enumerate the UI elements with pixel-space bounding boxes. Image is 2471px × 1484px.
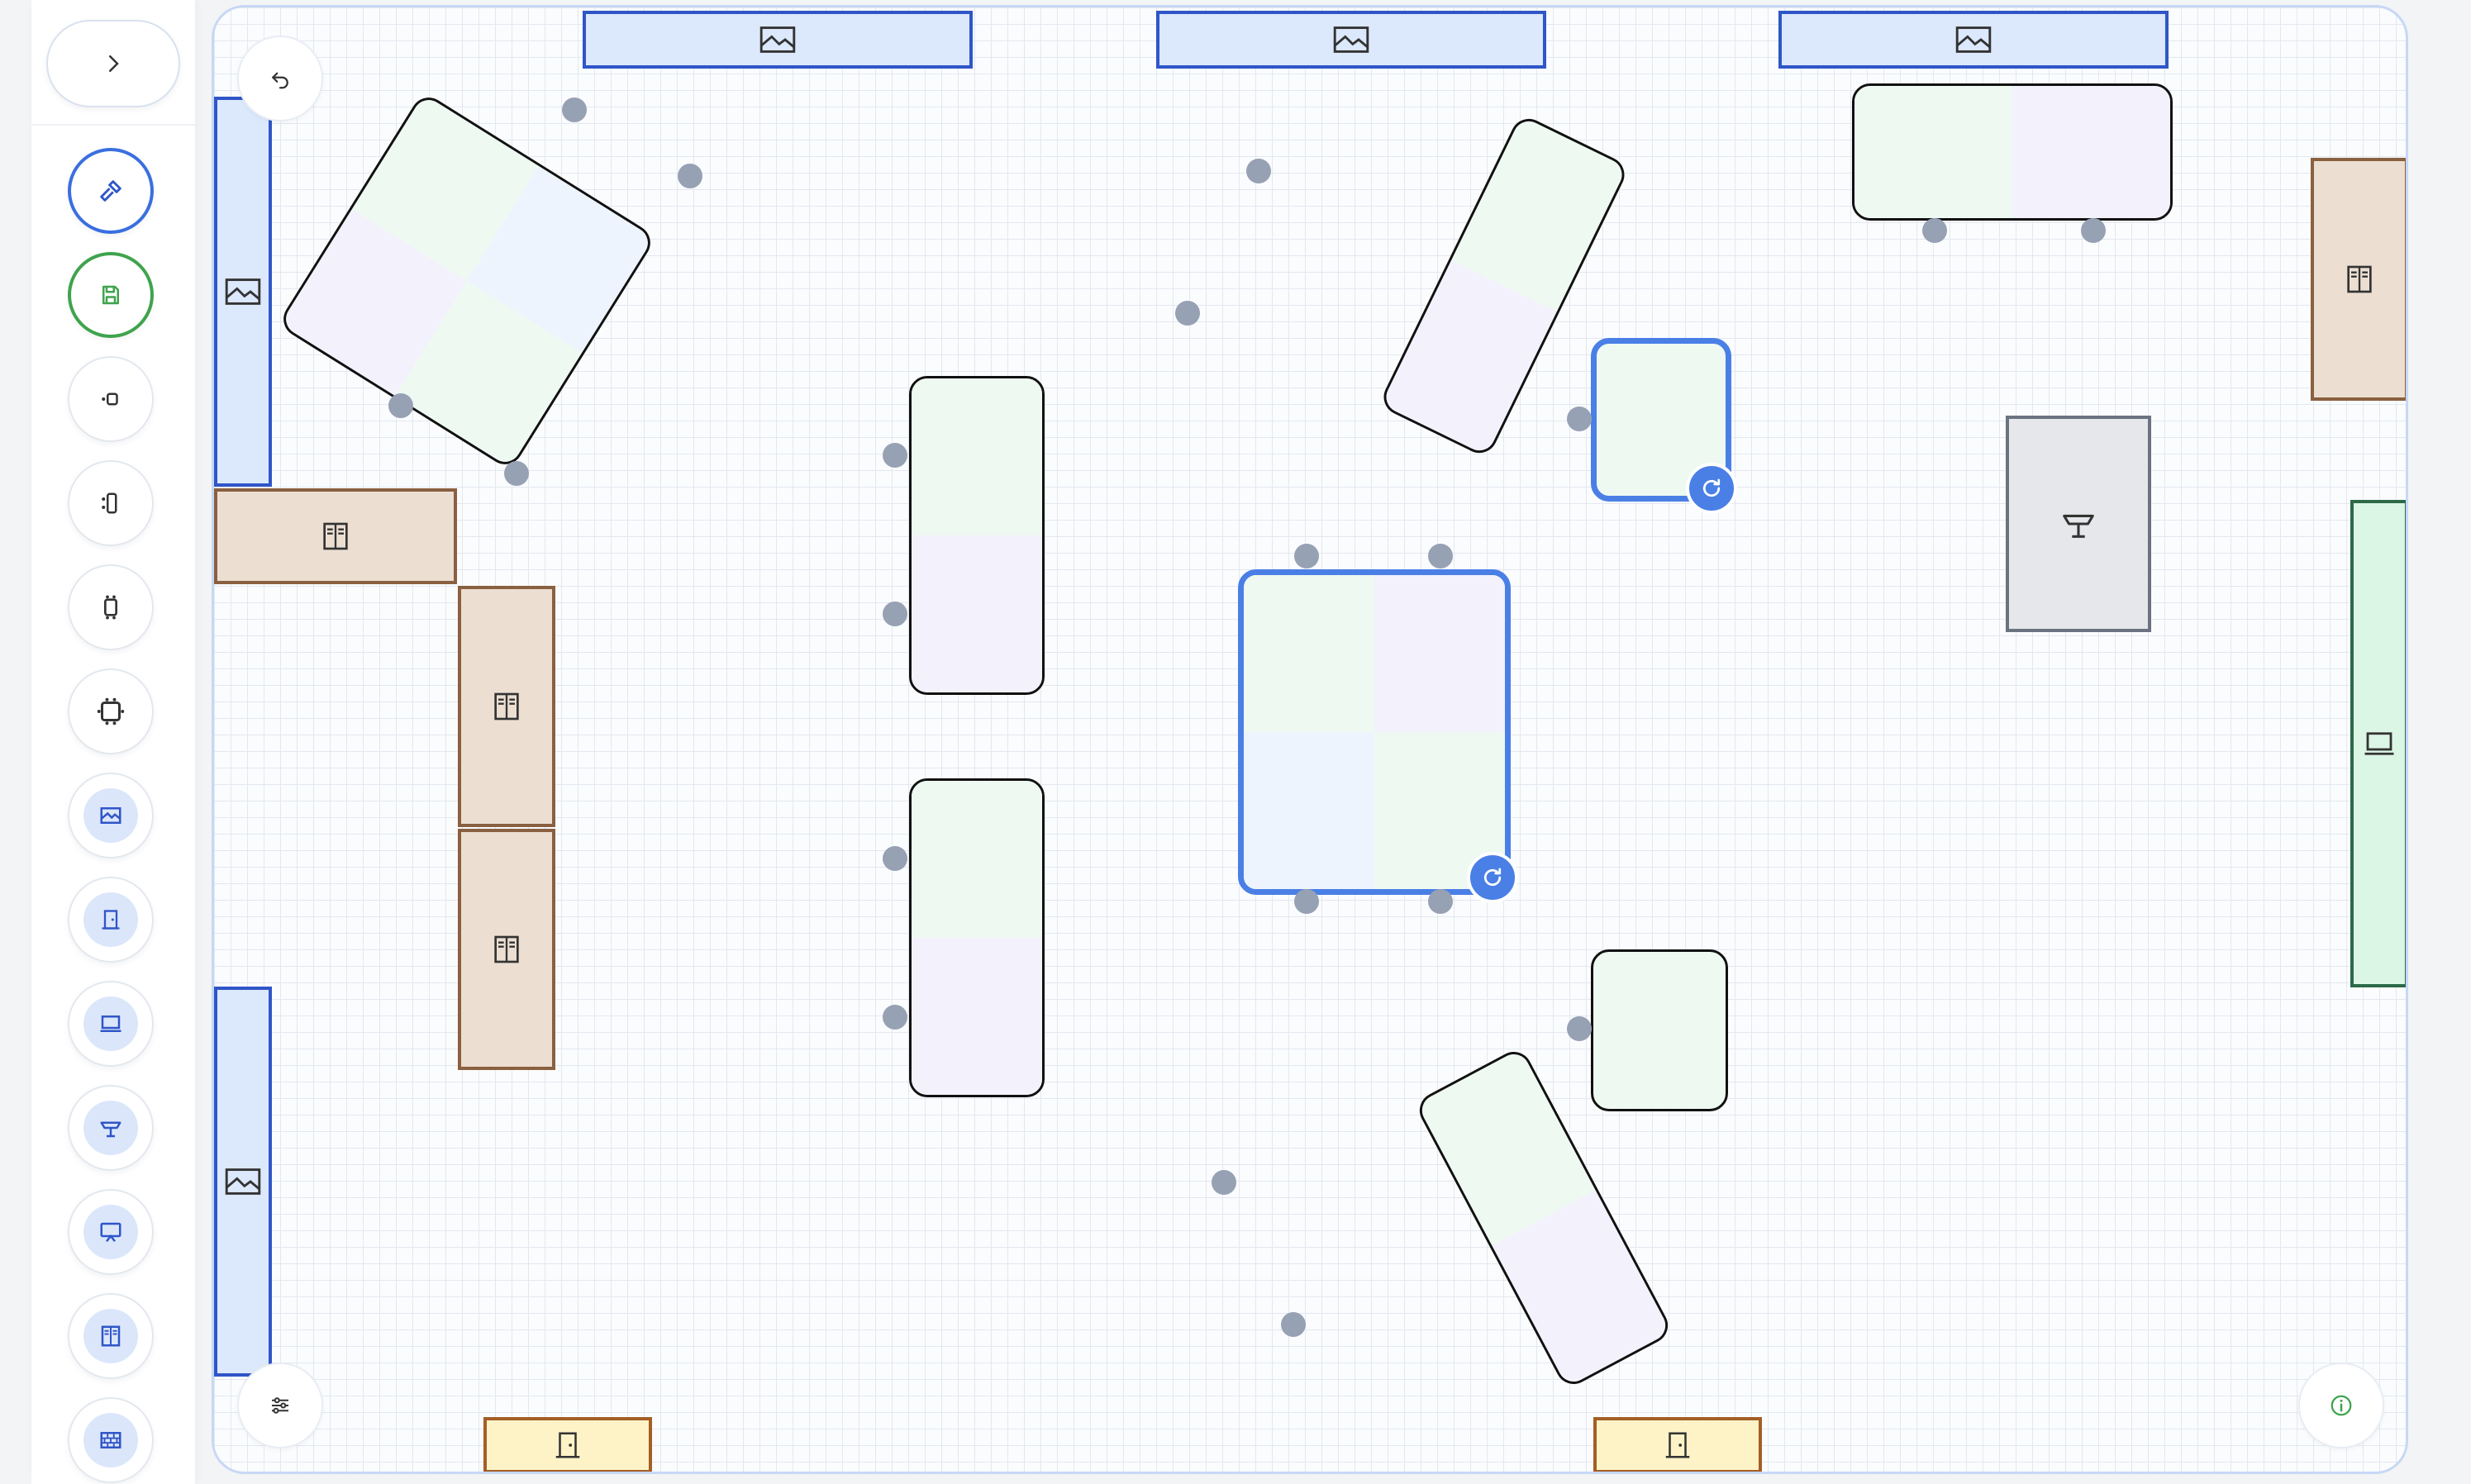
- laptop-board-icon: [2364, 732, 2394, 755]
- sliders-icon: [272, 1397, 288, 1414]
- window-left-2[interactable]: [214, 987, 272, 1377]
- group-table-1[interactable]: [276, 90, 658, 472]
- double-desk-icon: [102, 492, 117, 514]
- door-2[interactable]: [1593, 1417, 1762, 1472]
- shelf-icon: [2347, 265, 2372, 293]
- window-icon: [1955, 26, 1992, 53]
- group-table-selected[interactable]: [1238, 569, 1511, 895]
- lectern-icon: [100, 1121, 121, 1138]
- info-button[interactable]: [2298, 1363, 2384, 1448]
- double-desk-tool-button[interactable]: [68, 460, 154, 546]
- chair[interactable]: [1428, 889, 1453, 914]
- shelf-2[interactable]: [458, 586, 555, 827]
- single-desk-icon: [102, 392, 118, 406]
- wrench-tool-button[interactable]: [68, 148, 154, 234]
- projector-icon: [100, 1222, 121, 1243]
- chair[interactable]: [2081, 218, 2106, 243]
- rotate-icon: [1483, 868, 1502, 887]
- chair[interactable]: [504, 461, 529, 486]
- window-left-1[interactable]: [214, 97, 272, 487]
- rotate-handle[interactable]: [1467, 852, 1518, 903]
- double-desk-both-sides-icon: [104, 595, 117, 620]
- chair[interactable]: [562, 98, 587, 122]
- chevron-right-icon: [109, 55, 119, 72]
- chair[interactable]: [883, 443, 907, 468]
- chair[interactable]: [883, 1005, 907, 1030]
- undo-button[interactable]: [237, 36, 323, 121]
- group-table-tool-button[interactable]: [68, 668, 154, 754]
- window-top-2[interactable]: [1156, 11, 1546, 69]
- rotate-icon: [1702, 478, 1721, 497]
- window-icon: [225, 278, 261, 305]
- rotate-handle[interactable]: [1686, 463, 1737, 514]
- smartboard[interactable]: [2350, 500, 2406, 987]
- chair[interactable]: [883, 602, 907, 626]
- undo-icon: [272, 72, 288, 89]
- shelf-icon: [494, 935, 519, 963]
- settings-button[interactable]: [237, 1363, 323, 1448]
- chair[interactable]: [1212, 1170, 1236, 1195]
- info-icon: [2331, 1395, 2352, 1416]
- window-icon: [225, 1168, 261, 1195]
- single-desk-tool-button[interactable]: [68, 356, 154, 442]
- chair[interactable]: [1175, 301, 1200, 326]
- chair[interactable]: [1294, 544, 1319, 568]
- shelf-4[interactable]: [2311, 158, 2406, 401]
- door-tool-button[interactable]: [68, 877, 154, 963]
- projector-tool-button[interactable]: [68, 1189, 154, 1275]
- chair[interactable]: [1294, 889, 1319, 914]
- brick-wall-icon: [100, 1432, 121, 1448]
- window-icon: [1333, 26, 1369, 53]
- wall-tool-button[interactable]: [68, 1397, 154, 1483]
- shelf-tool-button[interactable]: [68, 1293, 154, 1379]
- window-tool-button[interactable]: [68, 773, 154, 859]
- double-desk-vertical-2[interactable]: [909, 778, 1045, 1097]
- chair[interactable]: [388, 393, 413, 418]
- chair[interactable]: [1246, 159, 1271, 183]
- laptop-board-icon: [100, 1015, 121, 1032]
- chair[interactable]: [1281, 1312, 1306, 1337]
- toolbar-divider: [31, 124, 195, 126]
- shelf-icon: [323, 522, 348, 550]
- chair[interactable]: [678, 164, 702, 188]
- shelf-3[interactable]: [458, 829, 555, 1070]
- window-icon: [100, 807, 121, 824]
- double-desk-vertical-1[interactable]: [909, 376, 1045, 695]
- chair[interactable]: [883, 846, 907, 871]
- single-desk-2[interactable]: [1591, 949, 1728, 1111]
- smartboard-tool-button[interactable]: [68, 981, 154, 1067]
- window-top-3[interactable]: [1778, 11, 2169, 69]
- window-icon: [759, 26, 796, 53]
- floppy-disk-icon: [102, 285, 119, 305]
- group-table-icon: [97, 697, 125, 725]
- double-desk-both-sides-tool-button[interactable]: [68, 564, 154, 650]
- door-icon: [102, 910, 120, 930]
- shelf-1[interactable]: [214, 488, 457, 584]
- toolbar: [31, 0, 195, 1484]
- save-button[interactable]: [68, 252, 154, 338]
- expand-sidebar-button[interactable]: [46, 20, 180, 107]
- shelf-icon: [494, 692, 519, 721]
- lectern-icon: [2063, 514, 2094, 538]
- door-1[interactable]: [483, 1417, 652, 1472]
- door-icon: [1665, 1432, 1690, 1458]
- shelf-icon: [101, 1325, 121, 1347]
- door-icon: [555, 1432, 580, 1458]
- double-desk-horizontal[interactable]: [1852, 83, 2173, 221]
- chair[interactable]: [1567, 407, 1592, 431]
- chair[interactable]: [1428, 544, 1453, 568]
- lectern-tool-button[interactable]: [68, 1085, 154, 1171]
- lectern[interactable]: [2006, 416, 2151, 632]
- chair[interactable]: [1922, 218, 1947, 243]
- chair[interactable]: [1567, 1016, 1592, 1041]
- window-top-1[interactable]: [583, 11, 973, 69]
- room-canvas[interactable]: [212, 5, 2408, 1474]
- wrench-icon: [100, 180, 121, 202]
